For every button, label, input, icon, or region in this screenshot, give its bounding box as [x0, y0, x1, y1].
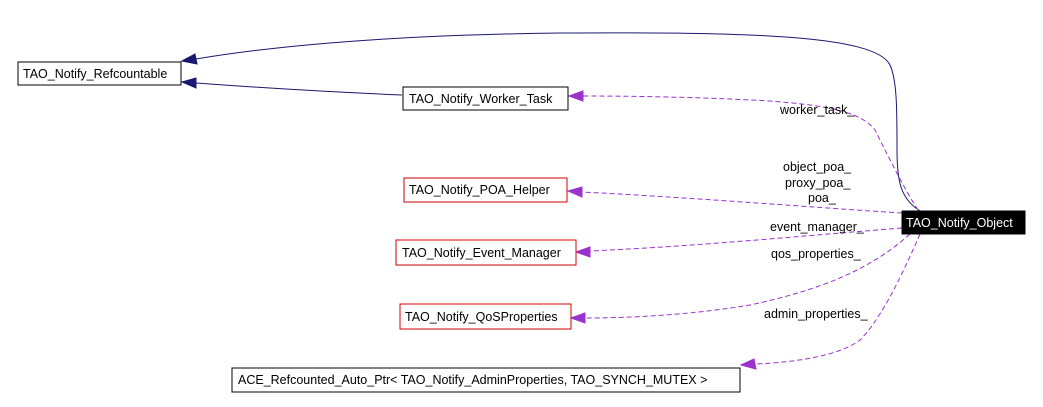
- label-proxy-poa: proxy_poa_: [785, 176, 851, 190]
- node-worker-task-box: [402, 86, 569, 111]
- edge-worker-to-refcountable: [195, 82, 403, 96]
- node-admin-properties-ptr-label: ACE_Refcounted_Auto_Ptr< TAO_Notify_Admi…: [238, 373, 707, 387]
- label-qos-properties: qos_properties_: [771, 247, 862, 261]
- node-qos-properties-box: [399, 303, 572, 330]
- node-poa-helper[interactable]: TAO_Notify_POA_Helper: [403, 177, 568, 203]
- label-worker-task: worker_task_: [779, 103, 855, 117]
- node-qos-properties-label: TAO_Notify_QoSProperties: [405, 310, 558, 324]
- edge-event-manager: [589, 227, 903, 252]
- node-poa-helper-label: TAO_Notify_POA_Helper: [409, 183, 550, 197]
- node-event-manager[interactable]: TAO_Notify_Event_Manager: [395, 239, 577, 266]
- arrow-qos-properties: [569, 312, 586, 324]
- edge-poa-helper: [581, 191, 903, 214]
- node-refcountable[interactable]: TAO_Notify_Refcountable: [17, 61, 182, 86]
- label-object-poa: object_poa_: [783, 160, 852, 174]
- arrow-worker-to-refcountable: [180, 77, 197, 89]
- node-event-manager-box: [395, 239, 577, 266]
- node-qos-properties[interactable]: TAO_Notify_QoSProperties: [399, 303, 572, 330]
- arrow-worker-task: [567, 90, 584, 102]
- node-refcountable-label: TAO_Notify_Refcountable: [23, 67, 167, 81]
- arrow-object-to-refcountable: [180, 53, 198, 65]
- label-event-manager: event_manager_: [770, 220, 865, 234]
- node-worker-task-label: TAO_Notify_Worker_Task: [409, 92, 553, 106]
- node-notify-object-label: TAO_Notify_Object: [906, 216, 1013, 230]
- node-event-manager-label: TAO_Notify_Event_Manager: [402, 246, 561, 260]
- arrow-admin-properties: [739, 358, 757, 370]
- edge-admin-properties: [754, 233, 921, 365]
- edge-labels: worker_task_ object_poa_ proxy_poa_ poa_…: [764, 103, 869, 321]
- edge-worker-task: [582, 95, 919, 211]
- node-refcountable-box: [17, 61, 182, 86]
- member-edges: [566, 90, 921, 370]
- node-admin-properties-ptr-box: [231, 367, 741, 393]
- arrow-event-manager: [574, 246, 591, 258]
- edge-qos-properties: [584, 233, 911, 319]
- arrow-poa-helper: [566, 186, 583, 198]
- node-worker-task[interactable]: TAO_Notify_Worker_Task: [402, 86, 569, 111]
- inheritance-edges: [180, 32, 923, 213]
- node-poa-helper-box: [403, 177, 568, 203]
- node-notify-object[interactable]: TAO_Notify_Object: [901, 210, 1026, 235]
- node-admin-properties-ptr[interactable]: ACE_Refcounted_Auto_Ptr< TAO_Notify_Admi…: [231, 367, 741, 393]
- label-admin-properties: admin_properties_: [764, 307, 869, 321]
- node-notify-object-box: [901, 210, 1026, 235]
- label-poa: poa_: [808, 191, 837, 205]
- edge-object-to-refcountable: [195, 32, 923, 213]
